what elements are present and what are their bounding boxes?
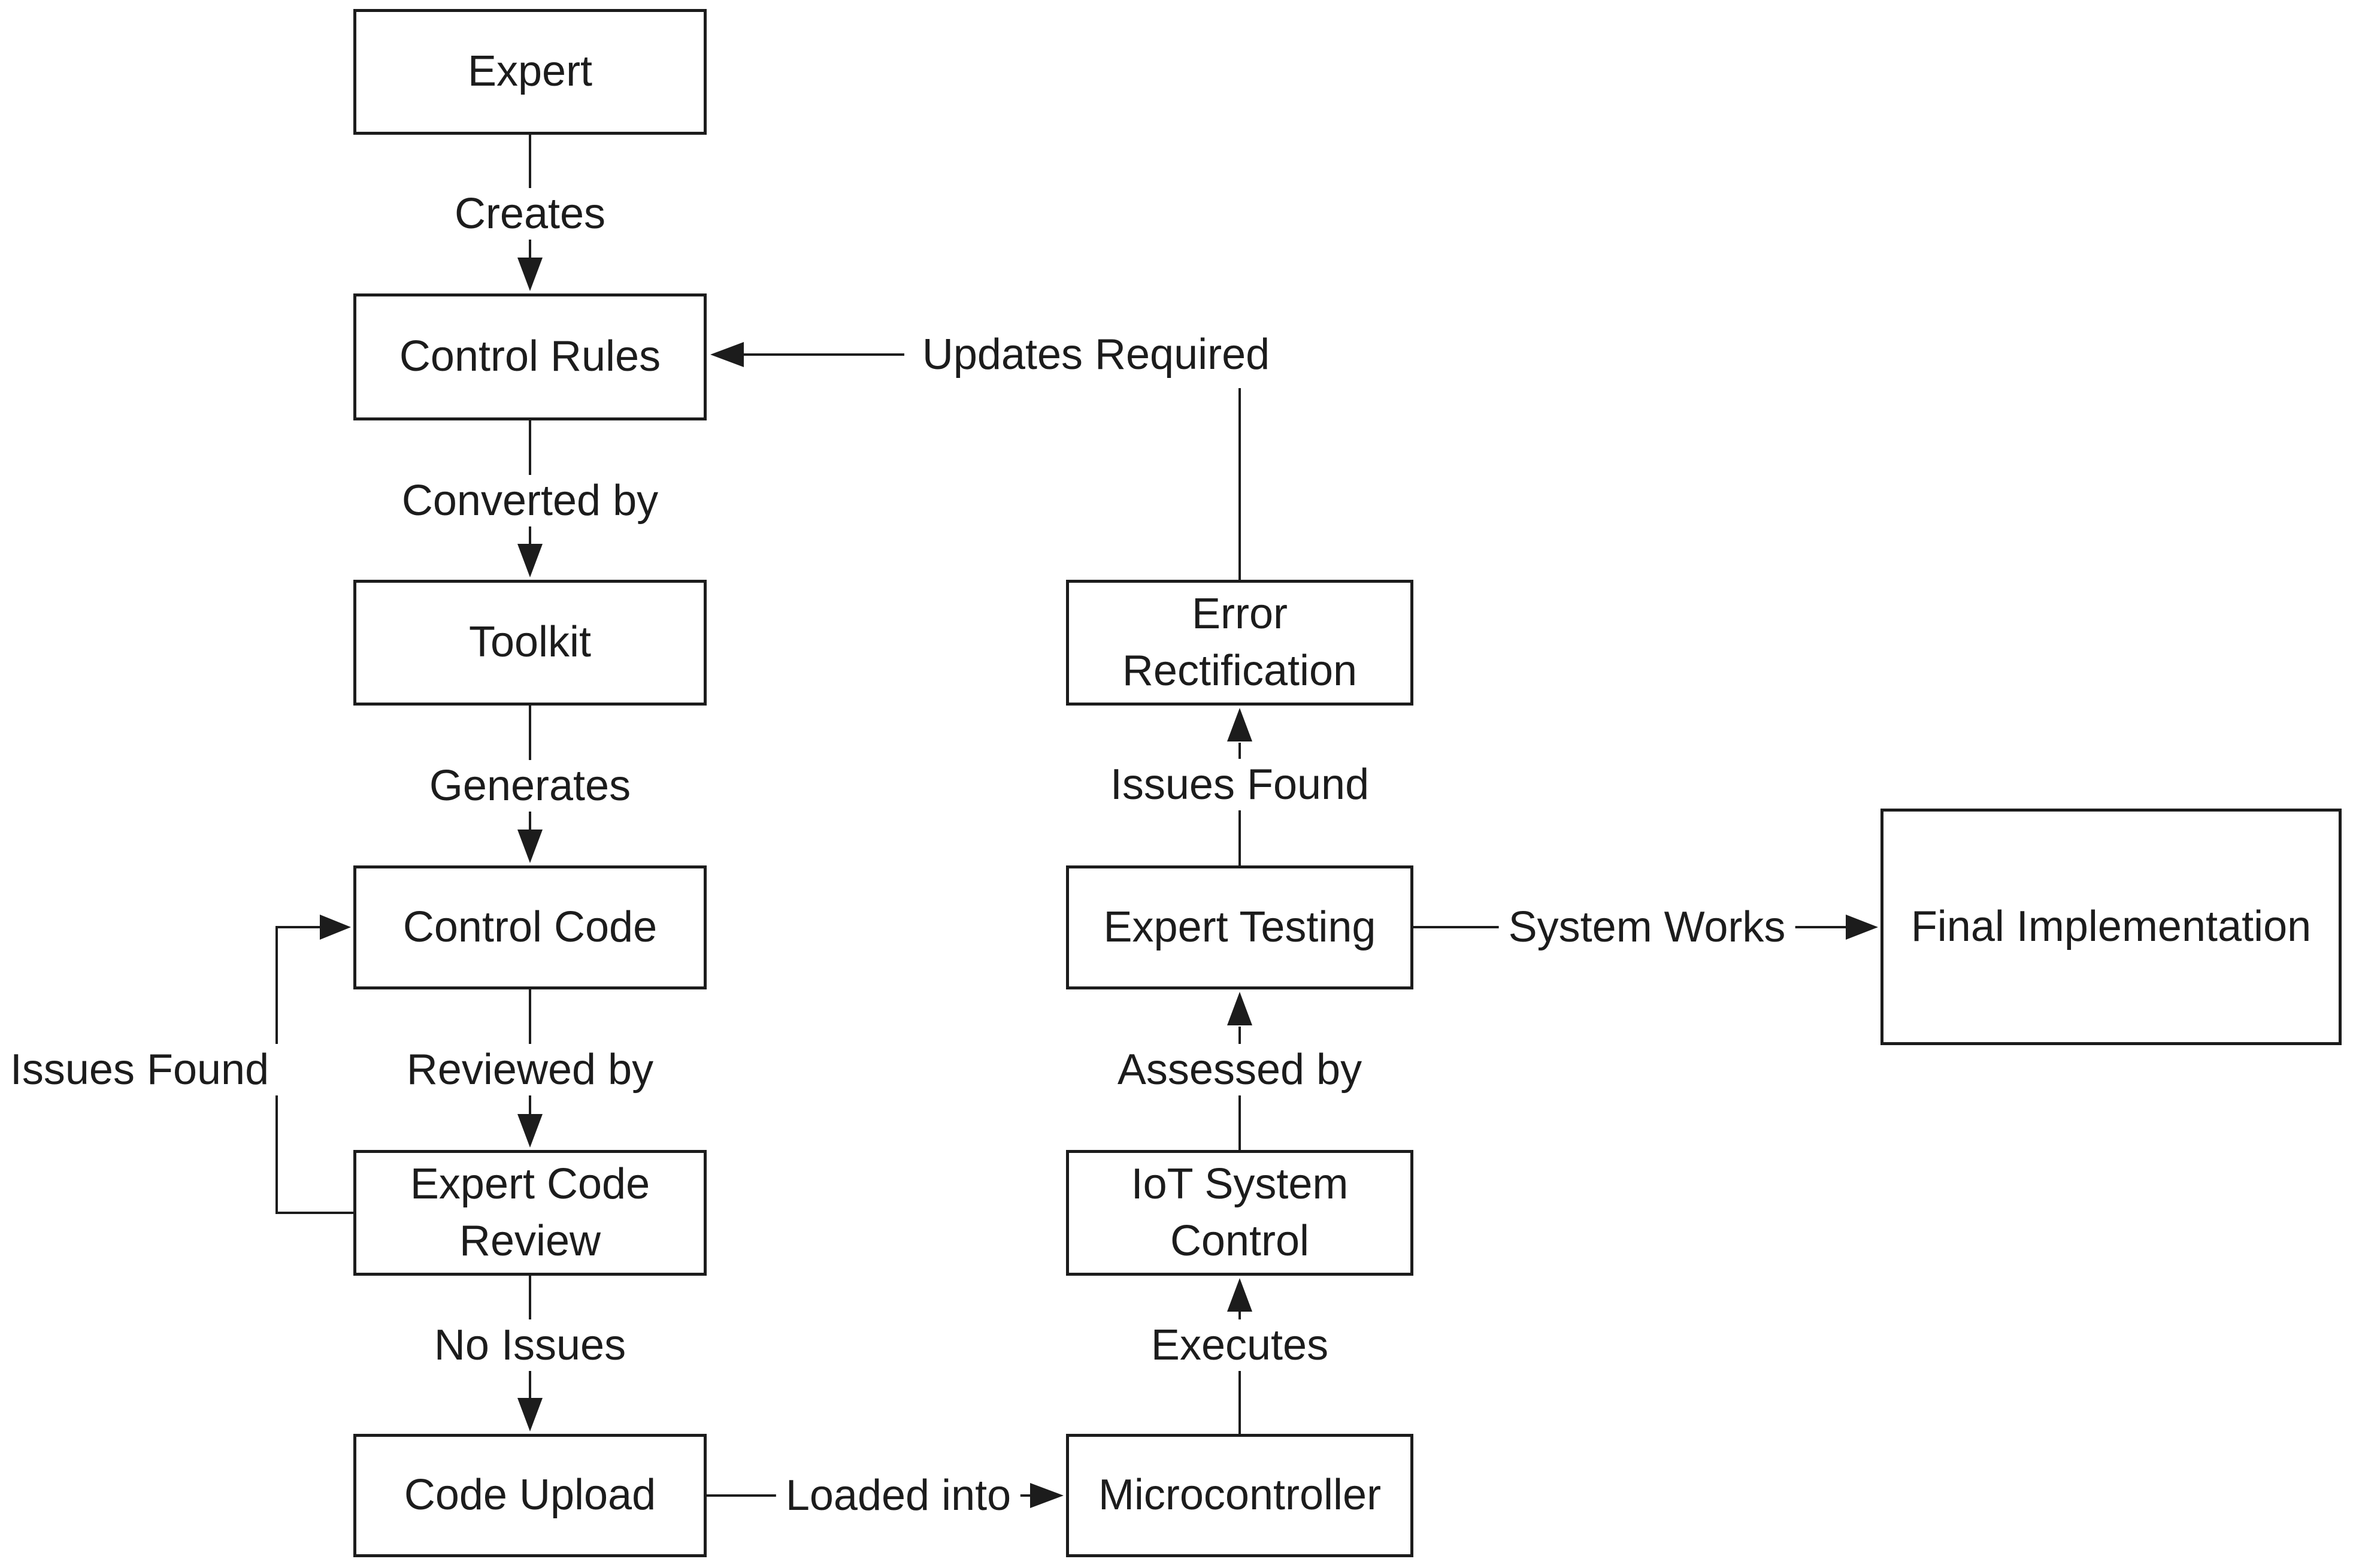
node-iot-system-control-label: IoT System Control [1131,1160,1349,1265]
edge-label-no-issues: No Issues [424,1319,636,1371]
edge-label-updates-required: Updates Required [912,329,1280,380]
edge-label-executes: Executes [1141,1319,1339,1371]
node-expert-code-review: Expert Code Review [353,1150,707,1276]
node-error-rectification-label: Error Rectification [1122,589,1358,695]
node-final-implementation-label: Final Implementation [1910,902,2312,951]
node-expert-testing: Expert Testing [1066,865,1413,989]
node-expert: Expert [353,9,707,135]
edge-label-reviewed-by: Reviewed by [396,1044,664,1095]
node-toolkit: Toolkit [353,580,707,706]
edge-label-loaded-into: Loaded into [776,1470,1021,1521]
node-control-rules: Control Rules [353,293,707,420]
node-iot-system-control: IoT System Control [1066,1150,1413,1276]
node-control-code-label: Control Code [402,903,658,951]
node-control-rules-label: Control Rules [399,332,661,381]
edge-label-generates: Generates [419,760,641,812]
node-toolkit-label: Toolkit [468,618,592,667]
node-final-implementation: Final Implementation [1880,809,2342,1045]
edge-label-issues-found-testing: Issues Found [1100,759,1379,810]
node-expert-label: Expert [467,47,593,96]
edge-label-system-works: System Works [1498,901,1795,953]
node-expert-testing-label: Expert Testing [1103,903,1376,951]
node-code-upload: Code Upload [353,1434,707,1557]
edge-label-creates: Creates [444,188,616,240]
updates-required-arrow [710,342,1241,580]
edge-label-assessed-by: Assessed by [1107,1044,1372,1095]
node-control-code: Control Code [353,865,707,989]
node-microcontroller: Microcontroller [1066,1434,1413,1557]
node-microcontroller-label: Microcontroller [1098,1471,1382,1519]
node-expert-code-review-label: Expert Code Review [410,1160,650,1265]
node-error-rectification: Error Rectification [1066,580,1413,706]
edge-label-issues-found-review: Issues Found [0,1044,279,1095]
issues-found-loop-arrow [275,915,353,1214]
edge-label-converted-by: Converted by [392,475,668,526]
node-code-upload-label: Code Upload [404,1471,656,1519]
